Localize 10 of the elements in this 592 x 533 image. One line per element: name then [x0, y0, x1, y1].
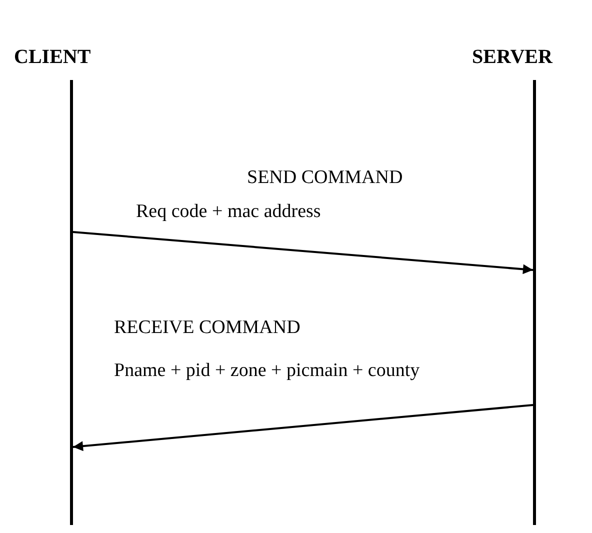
- lifeline: [533, 80, 536, 525]
- command-heading: RECEIVE COMMAND: [114, 316, 300, 340]
- lifeline-header: CLIENT: [14, 42, 91, 72]
- command-heading: SEND COMMAND: [247, 166, 403, 190]
- message-label: Pname + pid + zone + picmain + county: [114, 360, 420, 381]
- message-arrow: [72, 404, 534, 452]
- lifeline: [70, 80, 73, 525]
- message-arrow: [72, 231, 534, 274]
- message-label: Req code + mac address: [136, 201, 321, 222]
- lifeline-header: SERVER: [472, 42, 552, 72]
